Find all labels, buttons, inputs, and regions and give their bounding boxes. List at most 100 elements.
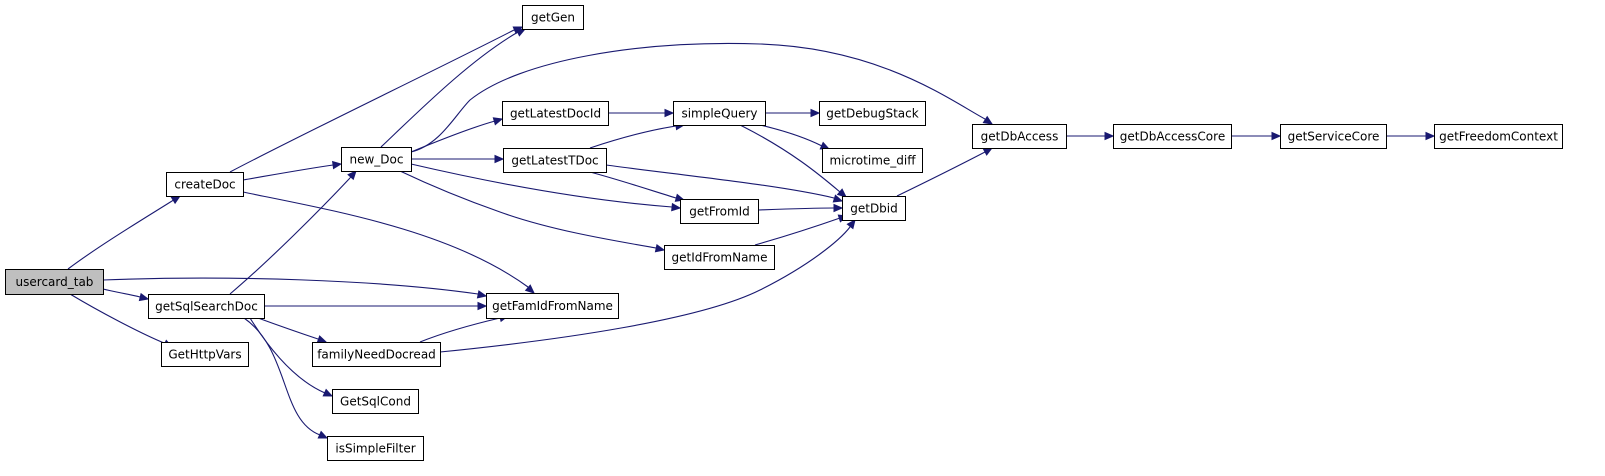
arrow-head	[524, 284, 535, 294]
edge-line	[757, 207, 835, 211]
node-box	[673, 101, 766, 126]
node-box	[972, 124, 1067, 149]
node-GetSqlCond[interactable]: GetSqlCond	[332, 389, 419, 414]
edge-simpleQuery-to-getDbid	[739, 124, 847, 198]
node-box	[680, 199, 759, 224]
edge-simpleQuery-to-getDebugStack	[765, 108, 821, 118]
node-box	[1434, 124, 1563, 149]
arrow-head	[982, 147, 994, 156]
node-label: microtime_diff	[830, 154, 917, 168]
node-getFamIdFromName[interactable]: getFamIdFromName	[486, 293, 619, 319]
node-new_Doc[interactable]: new_Doc	[341, 147, 412, 172]
edge-line	[399, 170, 657, 249]
edge-line	[242, 191, 529, 288]
node-getGen[interactable]: getGen	[522, 5, 584, 30]
arrow-head	[492, 117, 504, 126]
arrow-head	[833, 203, 844, 213]
node-box	[5, 269, 104, 295]
arrow-head	[515, 28, 527, 37]
node-box	[327, 436, 424, 461]
nodes-layer: usercard_tab createDoc getSqlSearchDocGetH…	[5, 5, 1563, 461]
node-box	[161, 342, 249, 367]
node-label: getDbid	[850, 202, 898, 216]
node-microtime_diff[interactable]: microtime_diff	[822, 148, 923, 173]
edge-line	[739, 124, 841, 193]
node-getServiceCore[interactable]: getServiceCore	[1280, 124, 1387, 149]
node-createDoc[interactable]: createDoc	[166, 172, 244, 197]
node-box	[1113, 124, 1232, 149]
edge-line	[249, 317, 326, 394]
edge-line	[243, 317, 321, 436]
node-label: getDebugStack	[826, 107, 918, 121]
edge-familyNeedDocread-to-getDbid	[439, 219, 856, 353]
edge-usercard_tab-to-getFamIdFromName	[102, 277, 488, 299]
node-label: getFromId	[689, 205, 750, 219]
arrow-head	[494, 154, 505, 164]
node-label: createDoc	[174, 178, 235, 192]
edge-getIdFromName-to-getDbid	[754, 214, 849, 246]
node-label: getDbAccessCore	[1120, 130, 1225, 144]
node-label: getFamIdFromName	[492, 299, 613, 313]
node-getDebugStack[interactable]: getDebugStack	[819, 101, 926, 126]
node-getFromId[interactable]: getFromId	[680, 199, 759, 224]
node-simpleQuery[interactable]: simpleQuery	[673, 101, 766, 126]
edge-line	[380, 31, 519, 148]
node-familyNeedDocread[interactable]: familyNeedDocread	[312, 342, 441, 367]
node-usercard_tab[interactable]: usercard_tab	[5, 269, 104, 295]
edge-getLatestTDoc-to-simpleQuery	[589, 121, 686, 149]
node-GetHttpVars[interactable]: GetHttpVars	[161, 342, 249, 367]
arrow-head	[322, 388, 334, 397]
node-box	[341, 147, 412, 172]
edge-getSqlSearchDoc-to-new_Doc	[229, 170, 357, 295]
edge-line	[229, 29, 515, 173]
node-getLatestTDoc[interactable]: getLatestTDoc	[503, 148, 607, 173]
node-getLatestDocId[interactable]: getLatestDocId	[502, 101, 609, 126]
node-box	[166, 172, 244, 197]
edge-getFromId-to-getDbid	[757, 203, 844, 213]
edge-line	[605, 164, 835, 199]
edge-getLatestTDoc-to-getDbid	[605, 164, 844, 203]
node-label: familyNeedDocread	[317, 348, 436, 362]
arrow-head	[1271, 131, 1282, 141]
node-label: getFreedomContext	[1439, 130, 1558, 144]
edge-line	[419, 317, 501, 343]
node-box	[522, 5, 584, 30]
arrow-head	[664, 108, 675, 118]
edge-new_Doc-to-getGen	[380, 28, 527, 148]
node-getFreedomContext[interactable]: getFreedomContext	[1434, 124, 1563, 149]
node-getSqlSearchDoc[interactable]: getSqlSearchDoc	[148, 294, 265, 319]
node-label: new_Doc	[350, 153, 404, 167]
edge-getDbAccessCore-to-getServiceCore	[1231, 131, 1282, 141]
node-box	[486, 293, 619, 319]
node-label: getDbAccess	[981, 130, 1059, 144]
node-label: simpleQuery	[681, 107, 757, 121]
arrow-head	[671, 202, 682, 212]
node-isSimpleFilter[interactable]: isSimpleFilter	[327, 436, 424, 461]
node-box	[312, 342, 441, 367]
node-box	[842, 196, 906, 221]
node-getDbid[interactable]: getDbid	[842, 196, 906, 221]
edge-getSqlSearchDoc-to-familyNeedDocread	[257, 317, 328, 344]
arrow-head	[1104, 131, 1115, 141]
edge-new_Doc-to-getDbAccess	[410, 43, 994, 153]
node-box	[502, 101, 609, 126]
edge-line	[410, 43, 986, 153]
arrow-head	[476, 290, 488, 299]
arrow-head	[477, 301, 488, 311]
node-label: isSimpleFilter	[335, 442, 415, 456]
arrow-head	[654, 244, 666, 253]
edge-new_Doc-to-getIdFromName	[399, 170, 666, 253]
edge-getSqlSearchDoc-to-isSimpleFilter	[243, 317, 329, 439]
node-getDbAccess[interactable]: getDbAccess	[972, 124, 1067, 149]
node-box	[664, 245, 775, 270]
node-getIdFromName[interactable]: getIdFromName	[664, 245, 775, 270]
node-getDbAccessCore[interactable]: getDbAccessCore	[1113, 124, 1232, 149]
arrow-head	[332, 160, 343, 170]
node-box	[822, 148, 923, 173]
node-label: getLatestTDoc	[511, 154, 598, 168]
arrow-head	[347, 170, 357, 181]
arrow-head	[316, 335, 328, 344]
edge-new_Doc-to-getLatestTDoc	[411, 154, 505, 164]
node-box	[148, 294, 265, 319]
edge-line	[102, 277, 479, 295]
